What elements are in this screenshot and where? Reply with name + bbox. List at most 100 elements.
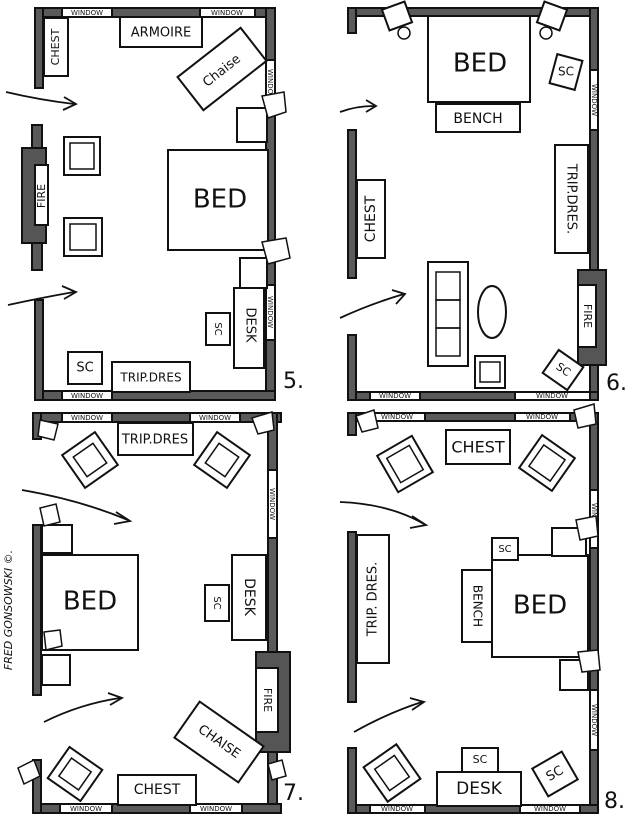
- plan7-lamp-icon-top-right: [251, 411, 275, 435]
- plan5-entry-arrow-top: [5, 91, 75, 105]
- plan6-bed: [427, 15, 531, 103]
- plan-8: WINDOW WINDOW WINDOW WINDOW WINDOW WINDO…: [339, 403, 625, 814]
- plan5-trip-dres-label: TRIP.DRES: [119, 371, 181, 385]
- plan6-window-bottom-left-label: WINDOW: [379, 392, 411, 400]
- plan5-bed: [167, 149, 269, 251]
- plan6-bench: [435, 103, 521, 133]
- plan5-triple-dresser: [111, 361, 191, 393]
- plan5-desk-label: DESK: [243, 307, 258, 342]
- plan5-desk: [233, 287, 265, 369]
- plan8-bench: [461, 569, 493, 643]
- plan5-chest-label: CHEST: [49, 28, 62, 65]
- plan-6: WINDOW WINDOW WINDOW BED BENCH SC CHEST …: [339, 0, 627, 401]
- plan8-window-bottom-right-label: WINDOW: [534, 805, 566, 813]
- plan8-lamp-icon-right-bottom: [577, 649, 601, 673]
- plan7-window-top-right-label: WINDOW: [199, 414, 231, 422]
- plan8-entry-arrow-bottom: [353, 701, 423, 733]
- plan7-fire-label: FIRE: [261, 688, 274, 712]
- plan8-side-chair-desk: [461, 747, 499, 773]
- plan6-bed-label: BED: [453, 49, 507, 79]
- plan8-window-right-bottom: [589, 689, 599, 751]
- plan7-desk: [231, 554, 267, 641]
- plan5-wall-left-lower: [34, 299, 44, 401]
- plan7-bed-label: BED: [63, 587, 117, 617]
- plan7-fireplace-hearth: [255, 667, 279, 733]
- plan8-bed-label: BED: [513, 591, 567, 621]
- plan5-nightstand-top: [236, 107, 268, 143]
- plan5-chest: [43, 17, 69, 77]
- plan6-chest: [356, 179, 386, 259]
- plan7-lamp-icon-bottom-left: [17, 758, 41, 786]
- plan7-triple-dresser: [117, 422, 194, 456]
- plan7-window-bottom-left-label: WINDOW: [70, 805, 102, 813]
- plan5-chaise: [176, 26, 268, 112]
- plan8-wall-right: [589, 412, 599, 814]
- plan6-side-chair-top: [548, 52, 584, 92]
- plan6-sc-top-label: SC: [558, 65, 574, 79]
- plan5-side-chair-desk: [205, 312, 231, 346]
- plan8-wall-left-mid: [347, 531, 357, 703]
- plan6-fireplace-hearth: [577, 284, 597, 348]
- plan7-chaise: [173, 700, 265, 784]
- plan8-desk-label: DESK: [456, 779, 503, 799]
- plan5-window-top-left: [61, 7, 113, 18]
- plan7-chair-top-left: [60, 430, 120, 490]
- plan5-fire-label: FIRE: [35, 184, 48, 208]
- plan8-window-bottom-left: [369, 804, 426, 814]
- plan8-chair-top-right: [517, 433, 577, 493]
- plan5-window-top-right-label: WINDOW: [211, 9, 243, 17]
- plan5-window-bottom: [61, 390, 113, 401]
- plan6-chest-label: CHEST: [363, 195, 379, 242]
- plan7-trip-dres-label: TRIP.DRES: [121, 433, 188, 448]
- plan8-chest: [445, 429, 511, 465]
- plan8-chair-bottom-left: [362, 742, 422, 804]
- plan8-chest-label: CHEST: [451, 438, 504, 457]
- plan7-window-top-left: [61, 412, 113, 423]
- plan6-fire-label: FIRE: [581, 304, 594, 328]
- plan8-side-chair-corner: [530, 750, 580, 798]
- plan7-chest: [117, 774, 197, 806]
- plan-7: WINDOW WINDOW WINDOW WINDOW WINDOW TRIP.…: [17, 411, 304, 814]
- plan6-lamp-icon-right: [535, 0, 569, 32]
- plan7-wall-left-bottom: [32, 759, 42, 814]
- plan8-window-top-left-label: WINDOW: [381, 413, 413, 421]
- plan7-lamp-icon-left-top: [39, 503, 61, 527]
- plan7-window-top-right: [189, 412, 241, 423]
- plan5-window-right-bottom: [265, 284, 276, 341]
- plan8-desk: [436, 771, 522, 807]
- plan7-lamp-icon-top-left: [37, 419, 59, 441]
- plan6-window-right: [589, 69, 599, 131]
- plan8-sc-desk-label: SC: [473, 753, 488, 766]
- plan6-sofa: [427, 261, 469, 367]
- plan8-trip-dres-label: TRIP. DRES.: [366, 562, 381, 638]
- plan5-entry-arrow-bottom: [7, 291, 75, 306]
- plan6-entry-arrow-top: [339, 105, 375, 113]
- plan6-window-bottom-right: [514, 391, 591, 401]
- plan5-lamp-icon-bottom: [261, 237, 291, 265]
- plan5-sc-desk-label: SC: [212, 322, 223, 335]
- plan5-window-bottom-label: WINDOW: [71, 392, 103, 400]
- plan7-sc-label: SC: [211, 596, 222, 609]
- plan8-lamp-icon-right-top: [575, 515, 599, 541]
- plan7-chair-bottom-left: [46, 745, 104, 803]
- plan8-sc-top-label: SC: [498, 544, 511, 555]
- plan8-chair-top-left: [375, 434, 435, 494]
- plan8-side-chair-top: [491, 537, 519, 561]
- plan5-fireplace-hearth: [34, 164, 49, 226]
- plan5-side-chair-corner: [67, 351, 103, 385]
- plan7-wall-left-mid: [32, 524, 42, 696]
- plan8-triple-dresser: [356, 534, 390, 664]
- plan7-lamp-icon-left-bottom: [43, 629, 63, 651]
- plan7-window-top-left-label: WINDOW: [71, 414, 103, 422]
- plan6-wall-left-top: [347, 7, 357, 34]
- plan7-number: 7.: [283, 781, 304, 806]
- plan6-trip-dres-label: TRIP.DRES.: [564, 163, 579, 234]
- plan7-chair-top-right: [192, 430, 252, 490]
- plan6-lamp-icon-left: [380, 0, 414, 32]
- plan5-window-top-left-label: WINDOW: [71, 9, 103, 17]
- artist-signature: FRED GONSOWSKI ©.: [2, 550, 15, 670]
- plan6-side-chair-bottom: [541, 348, 585, 392]
- plan5-lamp-icon-top: [261, 91, 287, 119]
- plan5-window-right-bottom-label: WINDOW: [266, 296, 274, 328]
